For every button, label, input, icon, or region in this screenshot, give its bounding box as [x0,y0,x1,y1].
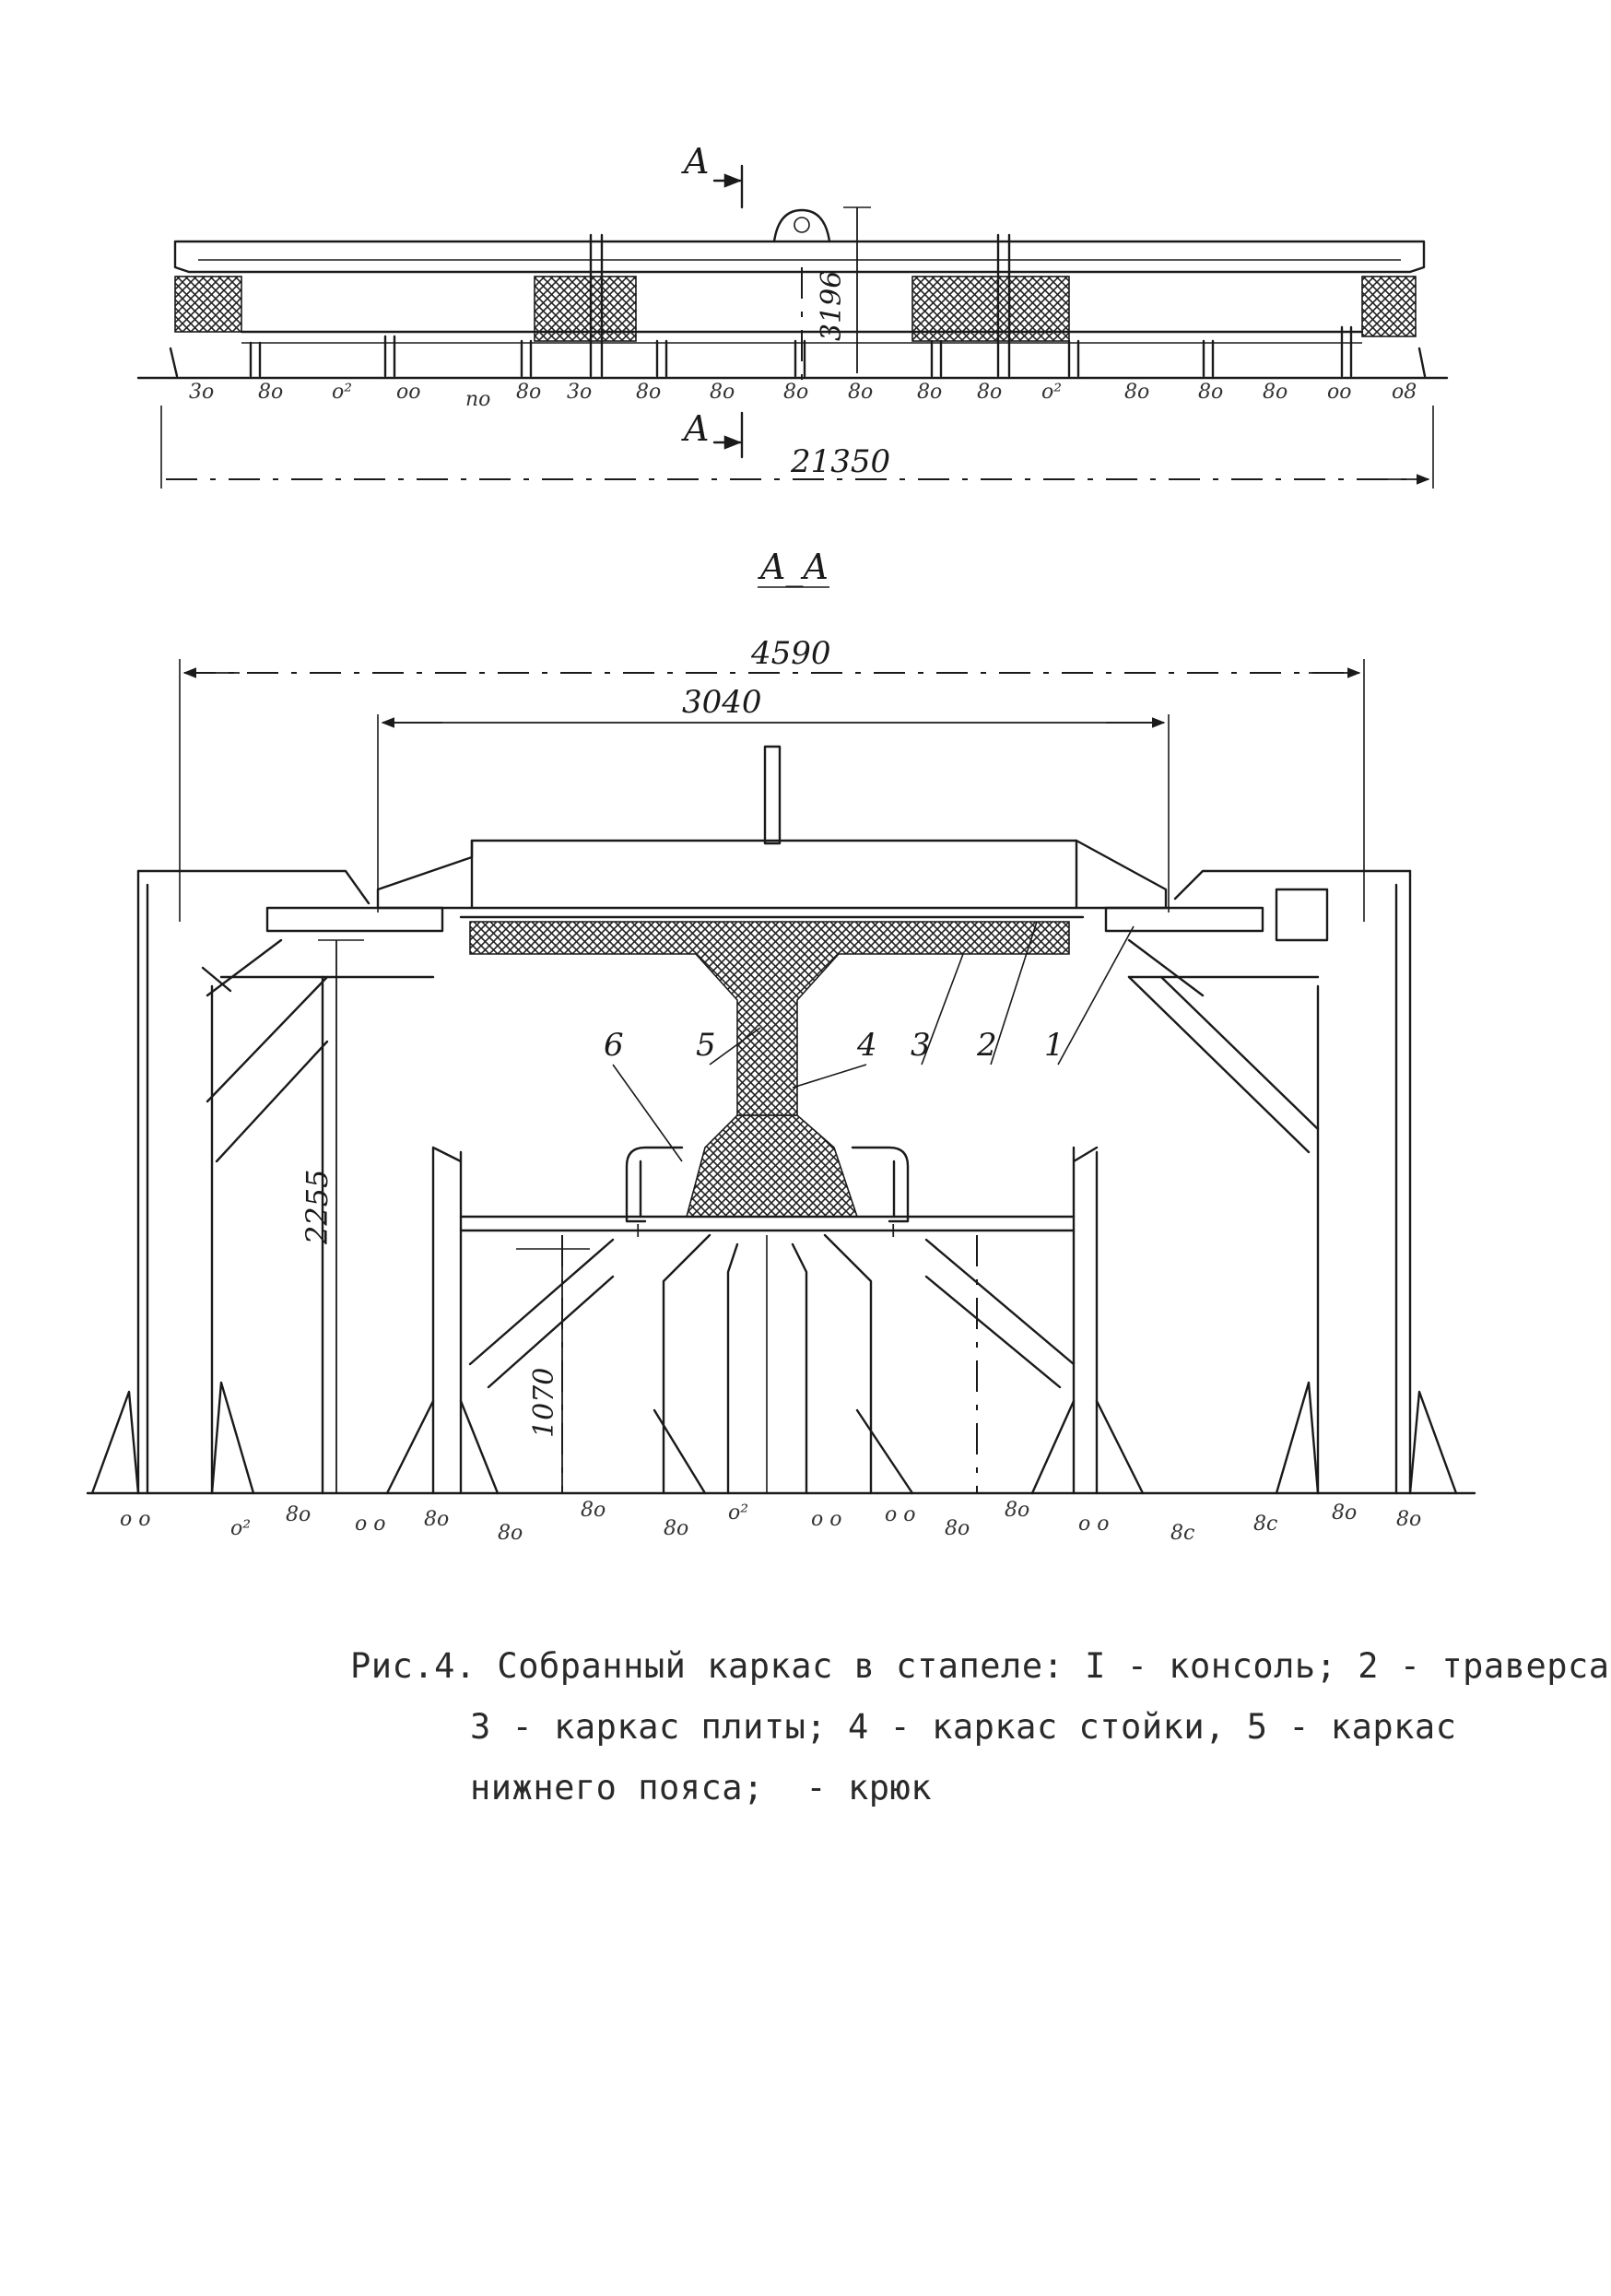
svg-text:8o: 8o [917,381,942,404]
inner-posts [385,1146,1145,1495]
svg-text:o o: o o [885,1503,915,1526]
elevation-stands [169,233,1427,378]
left-outer-frame [90,869,444,1495]
dim-inner-width: 3040 [682,684,762,721]
svg-text:o²: o² [1041,381,1062,404]
section-mark-bottom: A [681,408,744,459]
central-column [662,1233,873,1495]
svg-text:8o: 8o [977,381,1002,404]
svg-text:no: no [465,388,490,411]
callout-5: 5 [696,1027,716,1064]
ground-marks-section: o o o² 8o o o 8o 8o 8o 8o o² o o o o 8o … [120,1499,1421,1545]
right-outer-frame [1104,869,1458,1495]
svg-text:8o: 8o [848,381,873,404]
svg-text:3o: 3o [567,381,592,404]
svg-text:o²: o² [332,381,352,404]
callout-4: 4 [856,1027,877,1064]
callouts: 6 5 4 3 2 1 [604,921,1135,1162]
dim-overall-width: 4590 [750,635,831,672]
svg-text:8o: 8o [1332,1501,1357,1525]
svg-text:o o: o o [355,1513,385,1536]
svg-text:8o: 8o [424,1508,449,1531]
svg-text:+: + [629,1219,646,1242]
svg-text:o o: o o [811,1508,841,1531]
svg-text:8o: 8o [945,1517,970,1540]
section-letter-top: A [681,141,709,182]
svg-text:o²: o² [728,1501,748,1525]
svg-text:o o: o o [1078,1513,1109,1536]
elevation-view: A A [136,141,1449,489]
svg-text:8o: 8o [783,381,808,404]
dim-height-elevation: 3196 [816,271,848,341]
svg-text:8o: 8o [664,1517,688,1540]
dim-height-low: 1070 [528,1368,560,1438]
svg-text:8o: 8o [516,381,541,404]
callout-3: 3 [911,1027,931,1064]
section-letter-bottom: A [681,408,709,449]
svg-text:+: + [885,1219,901,1242]
svg-text:oo: oo [1327,381,1352,404]
svg-text:o o: o o [120,1508,150,1531]
svg-text:8o: 8o [286,1503,311,1526]
svg-text:8o: 8o [710,381,735,404]
svg-text:8o: 8o [1263,381,1288,404]
callout-2: 2 [976,1027,997,1064]
svg-text:8o: 8o [258,381,283,404]
section-view: A_A 4590 3040 [86,547,1476,1545]
svg-text:o8: o8 [1392,381,1417,404]
svg-text:8o: 8o [1005,1499,1029,1522]
svg-text:8o: 8o [1396,1508,1421,1531]
svg-text:oo: oo [396,381,421,404]
caption-line-2: 3 - каркас плиты; 4 - каркас стойки, 5 -… [470,1707,1457,1747]
dim-length-elevation: 21350 [790,443,890,480]
svg-text:8o: 8o [498,1522,523,1545]
svg-text:8o: 8o [636,381,661,404]
caption-line-1: Рис.4. Собранный каркас в стапеле: I - к… [350,1646,1611,1686]
caption-line-3: нижнего пояса; - крюк [470,1768,933,1807]
callout-1: 1 [1044,1027,1064,1064]
ground-marks-top: 3o 8o o² oo no 8o 3o 8o 8o 8o 8o 8o 8o o… [189,381,1417,411]
dim-height-main: 2255 [300,1170,335,1245]
svg-text:8o: 8o [1124,381,1149,404]
figure-caption: Рис.4. Собранный каркас в стапеле: I - к… [350,1636,1611,1819]
hooks: + + [625,1146,910,1242]
svg-text:8c: 8c [1253,1513,1277,1536]
callout-6: 6 [604,1027,624,1064]
svg-text:o²: o² [230,1517,251,1540]
section-title: A_A [758,547,829,588]
svg-text:8c: 8c [1170,1522,1194,1545]
svg-text:3o: 3o [189,381,214,404]
svg-text:8o: 8o [1198,381,1223,404]
svg-text:8o: 8o [581,1499,606,1522]
section-mark-top: A [681,141,744,209]
